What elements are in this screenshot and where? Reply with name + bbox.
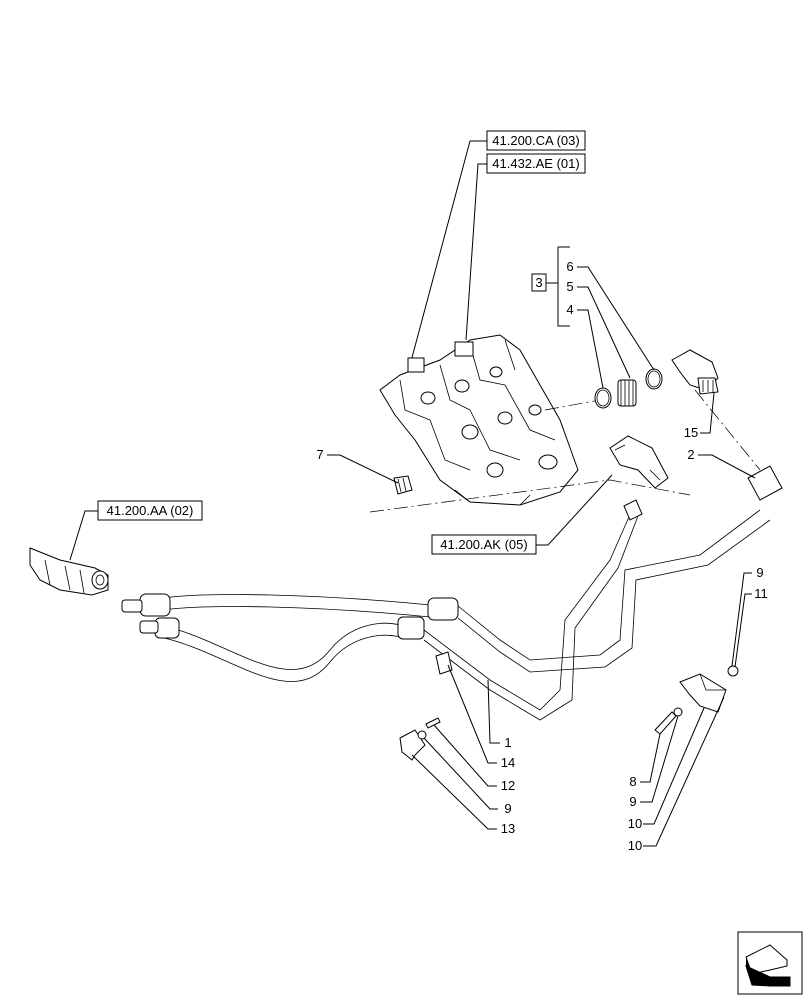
leader-elbow [536,474,613,546]
bolt-part-14[interactable] [425,717,441,729]
svg-text:3: 3 [535,275,542,290]
svg-text:14: 14 [501,755,515,770]
adapter-part-5[interactable] [617,379,637,407]
svg-text:41.200.CA (03): 41.200.CA (03) [492,133,579,148]
washer-part-12[interactable] [417,730,427,740]
reference-box-valve-1[interactable]: 41.200.CA (03) [486,130,586,151]
alignment-line-3 [694,389,761,471]
control-valve-block [379,334,579,506]
alignment-line-2 [544,399,601,411]
nut-part-11[interactable] [727,665,739,677]
pipe-fitting-small [623,499,643,521]
svg-text:11: 11 [754,586,768,601]
callout-7: 7 [316,447,399,484]
callout-9-right-bottom: 9 [629,715,679,809]
leader-valve-2 [465,163,487,341]
callout-9-left: 9 [423,737,512,816]
callout-15: 15 [684,392,715,440]
svg-text:41.200.AK (05): 41.200.AK (05) [440,537,527,552]
svg-text:9: 9 [756,565,763,580]
svg-text:7: 7 [316,447,323,462]
svg-text:9: 9 [629,794,636,809]
leader-valve-1 [409,140,487,366]
elbow-fitting-part-15[interactable] [671,349,719,395]
leader-pump [69,510,98,561]
clamp-part-10[interactable] [679,673,727,713]
callout-5: 5 [566,279,631,379]
svg-text:13: 13 [501,821,515,836]
svg-text:9: 9 [504,801,511,816]
reference-box-pump[interactable]: 41.200.AA (02) [97,500,203,521]
callout-14: 14 [447,664,515,770]
next-page-arrow-icon[interactable] [737,931,803,995]
svg-text:41.432.AE (01): 41.432.AE (01) [492,156,579,171]
group-box-3: 3 [531,246,570,327]
svg-text:5: 5 [566,279,573,294]
callout-1: 1 [487,679,512,750]
callout-10-a: 10 [628,707,705,831]
svg-text:6: 6 [566,259,573,274]
callout-6: 6 [566,259,655,371]
callout-9-right-top: 9 [731,565,764,667]
fitting-part-7[interactable] [393,475,413,495]
callout-12: 12 [433,724,515,793]
reference-box-elbow[interactable]: 41.200.AK (05) [431,534,537,555]
svg-text:41.200.AA (02): 41.200.AA (02) [107,503,194,518]
pipe-nut-part-2[interactable] [747,465,783,501]
svg-text:10: 10 [628,816,642,831]
callout-4: 4 [566,302,604,389]
svg-text:1: 1 [504,735,511,750]
bracket-part-clip [435,651,453,675]
callout-10-b: 10 [628,696,725,853]
o-ring-part-4[interactable] [594,387,612,409]
callout-13: 13 [411,754,515,836]
callout-2: 2 [687,447,756,479]
svg-text:2: 2 [687,447,694,462]
alignment-line-1 [369,479,691,513]
elbow-pipe-fitting [609,435,669,489]
hose-assembly-part-1[interactable] [121,509,771,721]
pump-assembly [29,547,109,596]
washer-part-9-right[interactable] [673,707,683,717]
o-ring-part-6[interactable] [645,368,663,390]
svg-text:8: 8 [629,774,636,789]
callout-8: 8 [629,733,661,789]
svg-text:10: 10 [628,838,642,853]
callout-11: 11 [734,586,768,668]
svg-text:12: 12 [501,778,515,793]
bolt-part-8[interactable] [654,711,677,735]
svg-text:15: 15 [684,425,698,440]
reference-box-valve-2[interactable]: 41.432.AE (01) [486,153,586,174]
svg-text:4: 4 [566,302,573,317]
